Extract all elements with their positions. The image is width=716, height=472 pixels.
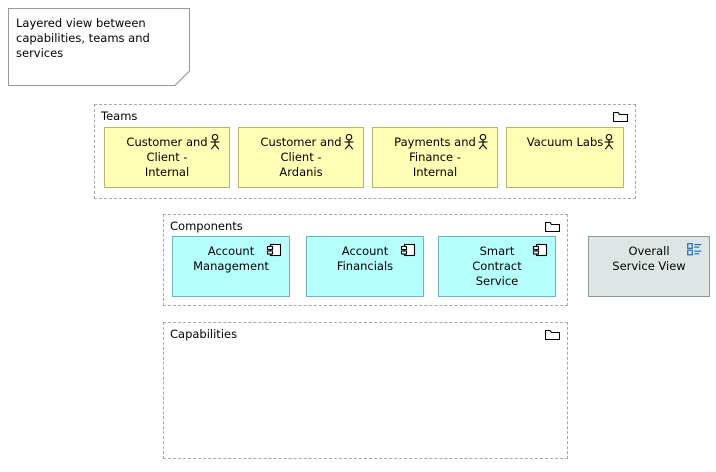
team-box-vacuum-labs[interactable]: Vacuum Labs	[506, 127, 624, 188]
team-box-customer-client-internal[interactable]: Customer and Client - Internal	[104, 127, 230, 188]
group-capabilities-label: Capabilities	[170, 327, 238, 341]
group-components[interactable]: Components	[163, 214, 568, 306]
component-box-account-management[interactable]: Account Management	[172, 236, 290, 297]
group-components-label: Components	[170, 219, 243, 233]
note-text: Layered view between capabilities, teams…	[16, 16, 154, 60]
team-label: Payments and Finance - Internal	[394, 135, 476, 179]
note-folded-corner-icon	[8, 8, 190, 86]
component-box-account-financials[interactable]: Account Financials	[306, 236, 424, 297]
folder-icon	[613, 111, 628, 122]
team-box-payments-finance-internal[interactable]: Payments and Finance - Internal	[372, 127, 498, 188]
group-teams[interactable]: Teams	[94, 104, 636, 199]
overall-service-view-label: Overall Service View	[612, 244, 686, 273]
diagram-note[interactable]: Layered view between capabilities, teams…	[8, 8, 190, 86]
group-capabilities[interactable]: Capabilities	[163, 322, 568, 459]
component-label: Account Financials	[336, 244, 394, 273]
overall-service-view-box[interactable]: Overall Service View	[588, 236, 710, 297]
team-label: Vacuum Labs	[526, 135, 604, 149]
component-box-smart-contract-service[interactable]: Smart Contract Service	[438, 236, 556, 297]
component-label: Smart Contract Service	[472, 244, 522, 288]
team-box-customer-client-ardanis[interactable]: Customer and Client - Ardanis	[238, 127, 364, 188]
folder-icon	[545, 329, 560, 340]
team-label: Customer and Client - Internal	[126, 135, 208, 179]
team-label: Customer and Client - Ardanis	[260, 135, 342, 179]
folder-icon	[545, 221, 560, 232]
group-teams-label: Teams	[101, 109, 138, 123]
component-label: Account Management	[193, 244, 269, 273]
